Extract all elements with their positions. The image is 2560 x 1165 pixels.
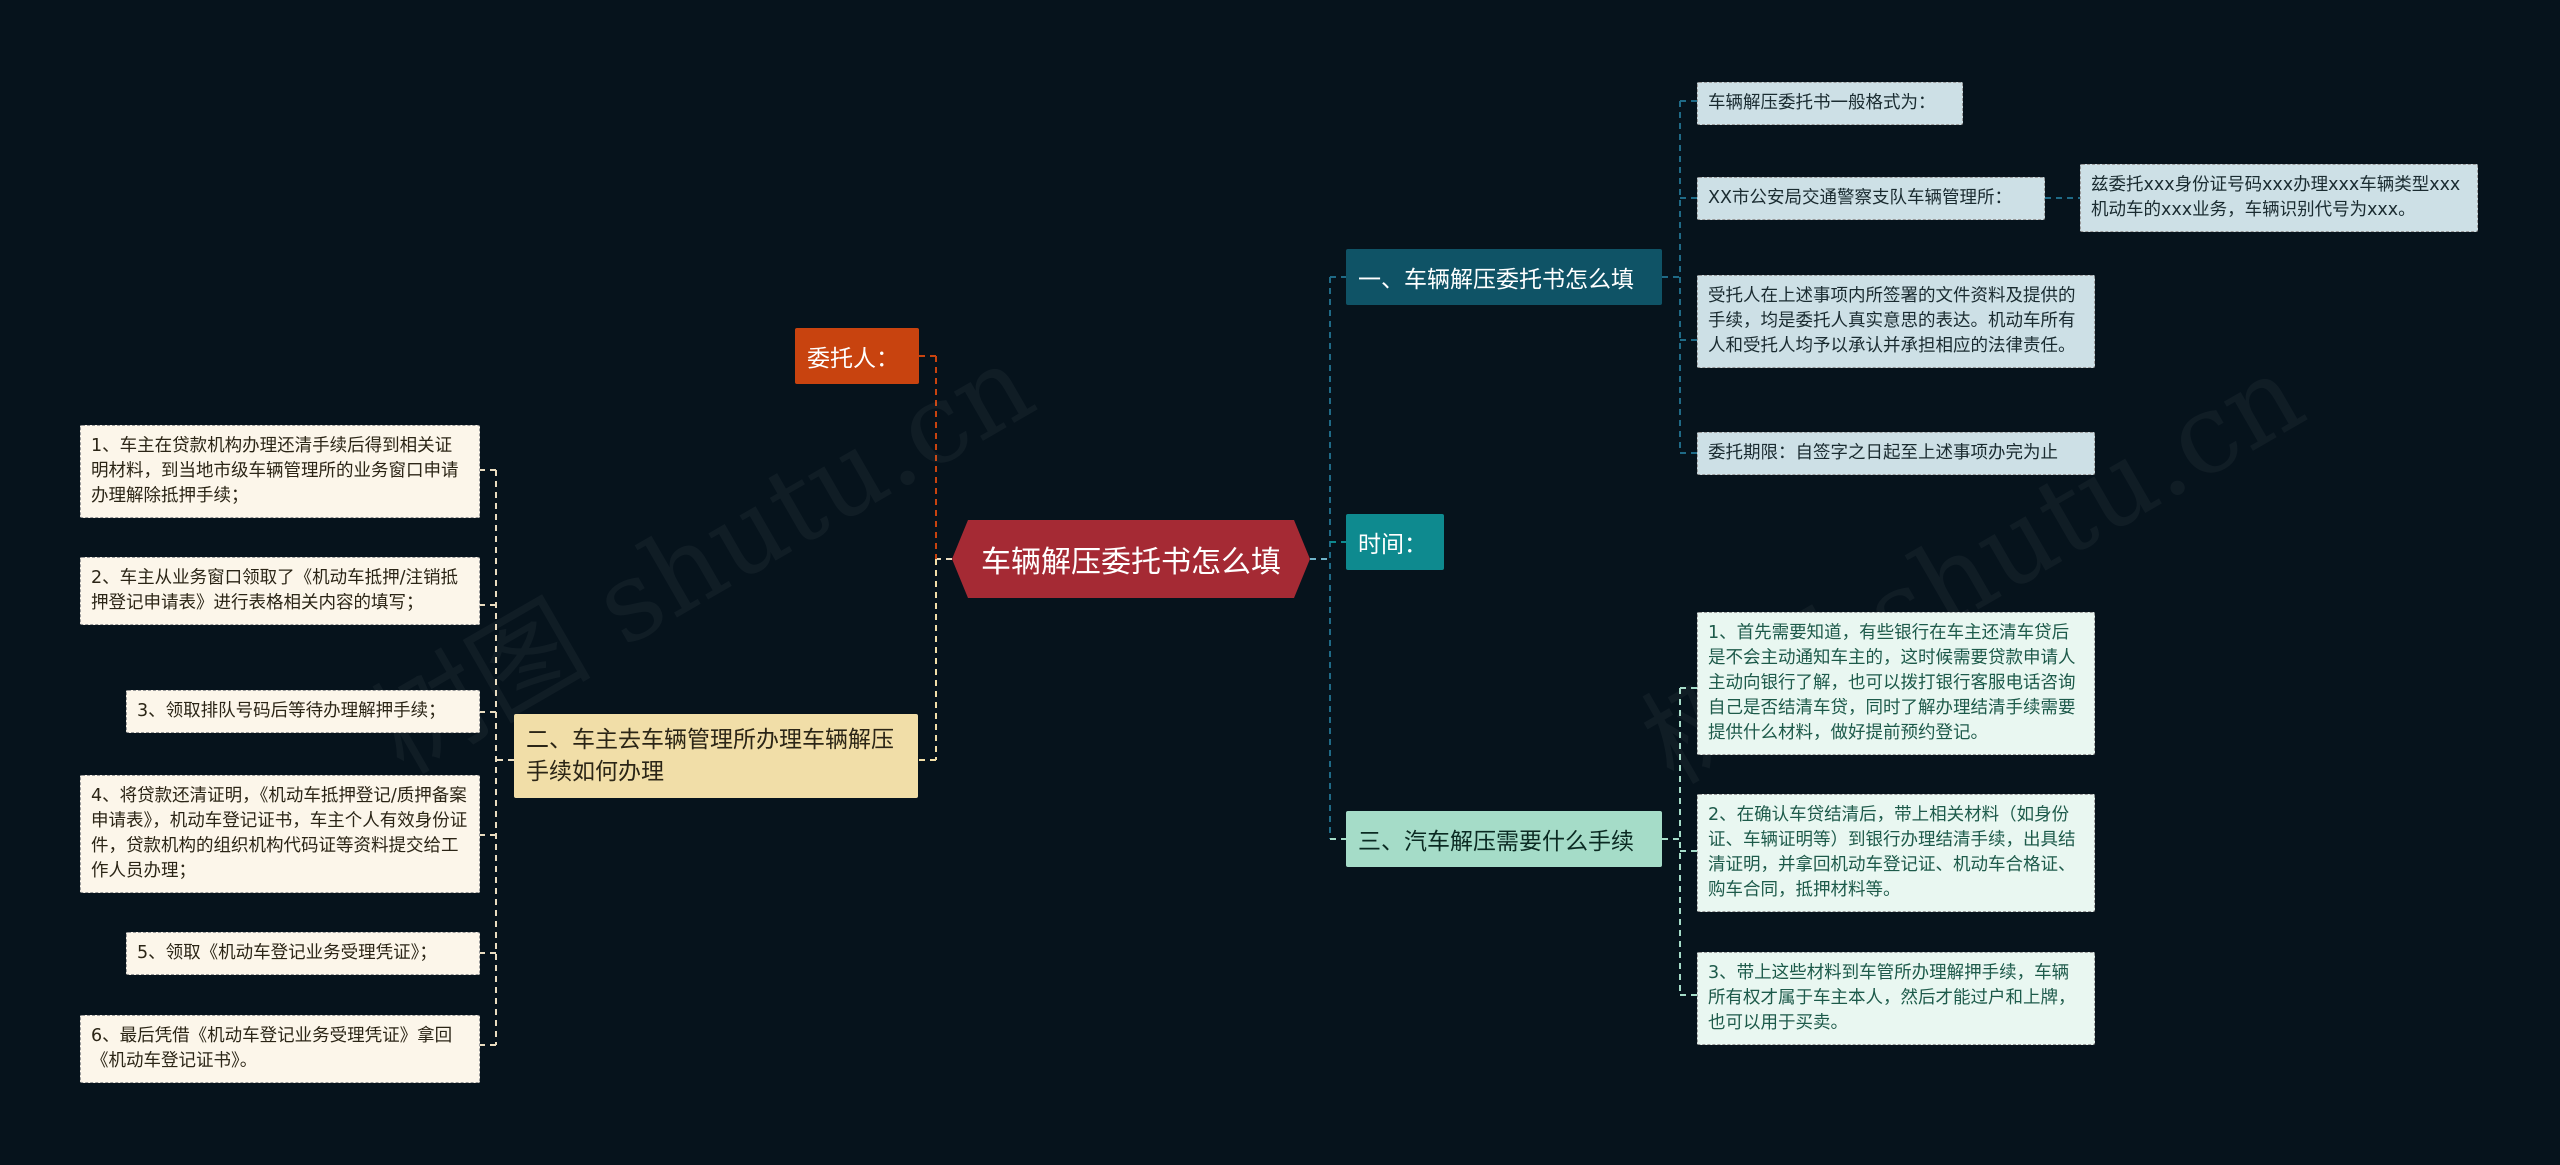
leaf-dmv-step-6[interactable]: 6、最后凭借《机动车登记业务受理凭证》拿回《机动车登记证书》。 — [80, 1015, 480, 1083]
leaf-dmv-step-5[interactable]: 5、领取《机动车登记业务受理凭证》； — [126, 932, 480, 975]
branch-time[interactable]: 时间： — [1346, 514, 1444, 570]
leaf-entrustment-detail[interactable]: 兹委托xxx身份证号码xxx办理xxx车辆类型xxx机动车的xxx业务，车辆识别… — [2080, 164, 2478, 232]
branch-procedures[interactable]: 三、汽车解压需要什么手续 — [1346, 811, 1662, 867]
leaf-procedure-1[interactable]: 1、首先需要知道，有些银行在车主还清车贷后是不会主动通知车主的，这时候需要贷款申… — [1697, 612, 2095, 755]
leaf-dmv-step-1[interactable]: 1、车主在贷款机构办理还清手续后得到相关证明材料，到当地市级车辆管理所的业务窗口… — [80, 425, 480, 518]
leaf-procedure-3[interactable]: 3、带上这些材料到车管所办理解押手续，车辆所有权才属于车主本人，然后才能过户和上… — [1697, 952, 2095, 1045]
root-topic[interactable]: 车辆解压委托书怎么填 — [952, 520, 1310, 598]
branch-dmv-process[interactable]: 二、车主去车辆管理所办理车辆解压手续如何办理 — [514, 714, 918, 798]
leaf-procedure-2[interactable]: 2、在确认车贷结清后，带上相关材料（如身份证、车辆证明等）到银行办理结清手续，出… — [1697, 794, 2095, 912]
leaf-format-heading[interactable]: 车辆解压委托书一般格式为： — [1697, 82, 1963, 125]
leaf-dmv-step-3[interactable]: 3、领取排队号码后等待办理解押手续； — [126, 690, 480, 733]
branch-fill-form[interactable]: 一、车辆解压委托书怎么填 — [1346, 249, 1662, 305]
leaf-dmv-step-4[interactable]: 4、将贷款还清证明，《机动车抵押登记/质押备案申请表》，机动车登记证书，车主个人… — [80, 775, 480, 893]
leaf-entrustment-period[interactable]: 委托期限：自签字之日起至上述事项办完为止 — [1697, 432, 2095, 475]
branch-entruster[interactable]: 委托人： — [795, 328, 919, 384]
leaf-entrustee-statement[interactable]: 受托人在上述事项内所签署的文件资料及提供的手续，均是委托人真实意思的表达。机动车… — [1697, 275, 2095, 368]
leaf-addressee[interactable]: XX市公安局交通警察支队车辆管理所： — [1697, 177, 2045, 220]
leaf-dmv-step-2[interactable]: 2、车主从业务窗口领取了《机动车抵押/注销抵押登记申请表》进行表格相关内容的填写… — [80, 557, 480, 625]
